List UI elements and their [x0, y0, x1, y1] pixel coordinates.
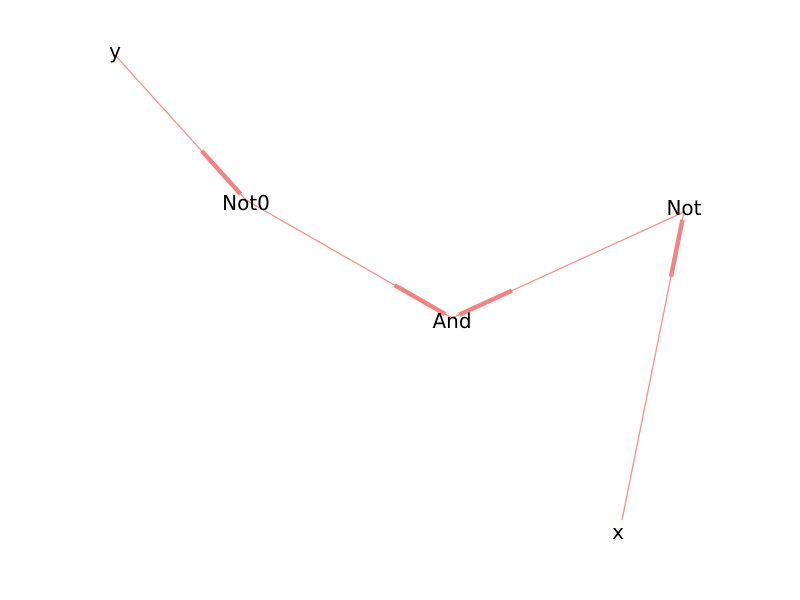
edge-arrow-not-and [458, 288, 513, 317]
edge-arrow-x-not [668, 219, 685, 278]
node-label-not: Not [666, 196, 701, 220]
node-label-and: And [432, 309, 471, 333]
node-label-x: x [612, 520, 624, 544]
labels-layer: y Not0 And Not x [109, 39, 702, 544]
edges-layer [114, 54, 685, 521]
node-label-not0: Not0 [222, 191, 270, 215]
edge-arrow-y-not0 [200, 149, 243, 196]
node-label-y: y [109, 39, 121, 63]
edge-arrow-not0-and [393, 283, 447, 316]
